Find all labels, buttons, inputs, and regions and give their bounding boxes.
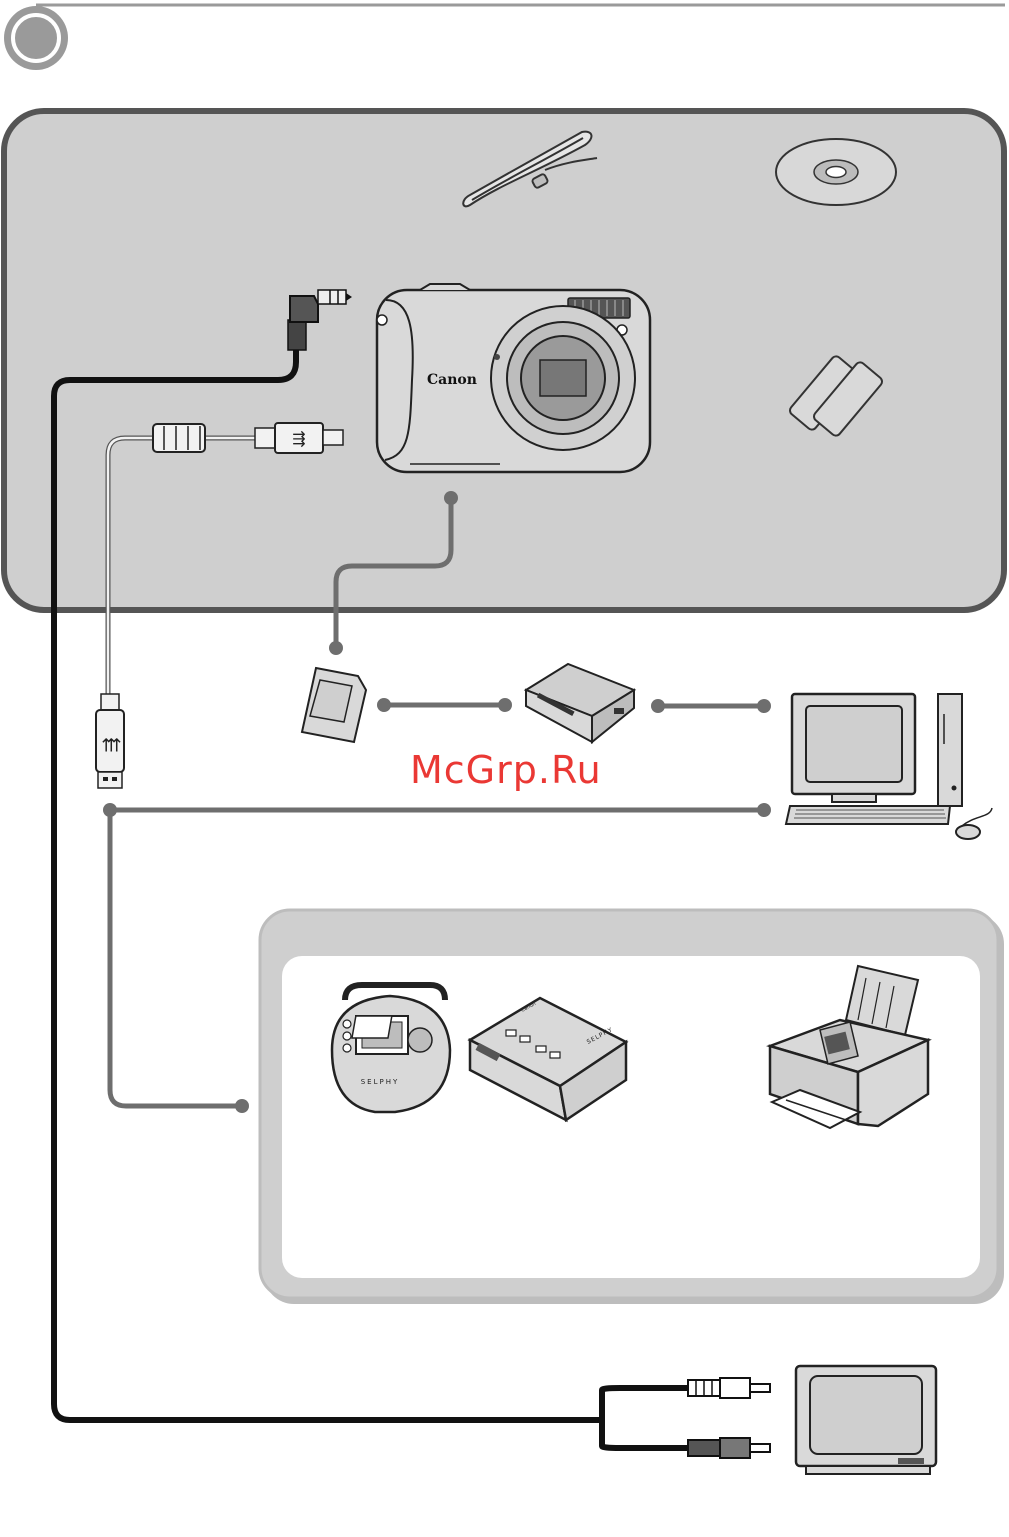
tv-icon [796,1366,936,1474]
camera-icon: Canon [377,284,650,472]
cd-rom-icon [776,139,896,205]
sd-card-icon [302,668,366,742]
computer-icon [786,694,992,839]
camera-brand-label: Canon [427,372,477,388]
header [4,5,1005,70]
svg-text:⇶: ⇶ [101,737,122,752]
selphy-compact-label: SELPHY [361,1078,400,1086]
watermark-text: McGrp.Ru [410,748,602,792]
section-badge-icon [4,6,68,70]
rca-plug-icon [688,1378,770,1458]
card-reader-icon [526,664,634,742]
svg-text:⇶: ⇶ [292,429,305,448]
